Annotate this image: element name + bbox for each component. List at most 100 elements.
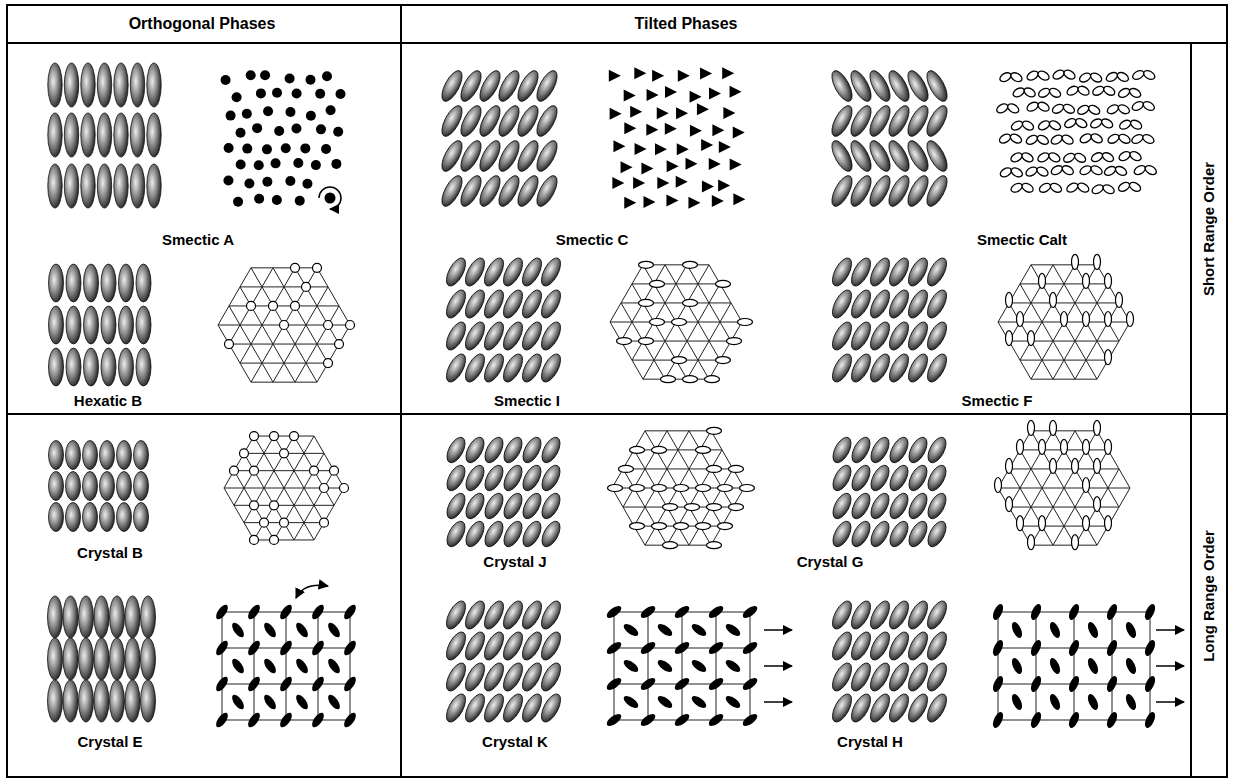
- molecule: [829, 255, 856, 289]
- molecule: [1051, 102, 1065, 115]
- lattice-line: [1108, 488, 1119, 507]
- molecule: [1039, 273, 1046, 288]
- molecule: [481, 490, 507, 521]
- molecule: [114, 164, 128, 208]
- molecule: [1021, 181, 1035, 194]
- lattice-line: [274, 470, 294, 471]
- molecule: [101, 264, 116, 302]
- lattice-line: [240, 286, 262, 287]
- molecule: [1083, 439, 1090, 454]
- tilt-arrow: [1156, 665, 1184, 667]
- lattice-line: [350, 612, 351, 720]
- molecule: [130, 63, 144, 107]
- molecule: [991, 639, 1005, 658]
- molecule: [886, 598, 913, 632]
- lattice-line: [1020, 488, 1031, 507]
- lattice-line: [234, 505, 244, 522]
- molecule: [848, 319, 875, 353]
- molecule: [130, 164, 144, 208]
- molecule: [101, 306, 116, 344]
- molecule: [250, 466, 259, 475]
- molecule: [1028, 331, 1035, 346]
- molecule: [886, 462, 912, 493]
- lattice-line: [1042, 360, 1053, 379]
- molecule: [609, 70, 621, 82]
- molecule: [867, 319, 894, 353]
- molecule: [617, 338, 632, 345]
- molecule: [1087, 104, 1101, 117]
- molecule: [84, 348, 99, 386]
- molecule: [443, 351, 470, 385]
- molecule: [291, 301, 300, 310]
- molecule: [886, 351, 913, 385]
- molecule: [1061, 133, 1075, 146]
- molecule: [48, 680, 63, 722]
- molecule: [226, 111, 236, 121]
- molecule: [538, 255, 565, 289]
- molecule: [141, 596, 156, 638]
- molecule: [924, 629, 951, 663]
- molecule: [236, 160, 246, 170]
- lattice-line: [224, 488, 234, 505]
- molecule: [707, 542, 722, 549]
- molecule: [246, 603, 262, 622]
- molecule: [340, 484, 349, 493]
- molecule: [500, 462, 526, 493]
- molecule: [829, 351, 856, 385]
- molecule: [690, 91, 702, 103]
- phase-name: Smectic Calt: [977, 231, 1067, 248]
- molecule: [280, 518, 289, 527]
- molecule: [233, 197, 243, 207]
- molecule: [214, 639, 230, 658]
- molecule: [223, 175, 233, 185]
- molecule: [1089, 164, 1103, 177]
- molecule: [94, 680, 109, 722]
- molecule: [270, 501, 279, 510]
- molecule: [905, 351, 932, 385]
- molecule: [252, 123, 262, 133]
- molecule: [1086, 621, 1100, 640]
- molecule: [663, 504, 678, 511]
- lattice-line: [274, 471, 284, 488]
- molecule: [519, 691, 546, 725]
- crystal-e-side: [48, 596, 156, 722]
- molecule: [1094, 254, 1101, 269]
- lattice-line: [262, 344, 273, 363]
- molecule: [79, 596, 94, 638]
- molecule: [1039, 439, 1046, 454]
- lattice-line: [251, 382, 273, 383]
- molecule: [656, 694, 675, 710]
- molecule: [1143, 711, 1157, 730]
- molecule: [66, 472, 81, 501]
- lattice-line: [1075, 360, 1086, 379]
- lattice-line: [667, 431, 678, 450]
- molecule: [538, 462, 564, 493]
- molecule: [538, 434, 564, 465]
- molecule: [49, 503, 64, 532]
- lattice-line: [294, 523, 304, 540]
- molecule: [270, 535, 279, 544]
- molecule: [1074, 117, 1088, 130]
- molecule: [688, 197, 700, 209]
- molecule: [1143, 639, 1157, 658]
- lattice-line: [1064, 284, 1075, 303]
- lattice-line: [1031, 360, 1042, 379]
- lattice-line: [632, 360, 643, 379]
- molecule: [1006, 458, 1013, 473]
- molecule: [1078, 71, 1092, 84]
- molecule: [1128, 181, 1142, 194]
- hexatic-b-side: [49, 264, 152, 386]
- tilt-arrow: [1156, 629, 1184, 631]
- molecule: [256, 88, 266, 98]
- molecule: [924, 434, 950, 465]
- molecule: [829, 518, 855, 549]
- lattice-line: [665, 341, 687, 342]
- lattice-line: [1097, 341, 1119, 342]
- molecule: [639, 299, 654, 306]
- molecule: [443, 434, 469, 465]
- lattice-line: [698, 322, 720, 323]
- molecule: [741, 604, 760, 620]
- lattice-line: [284, 488, 294, 505]
- lattice-line: [284, 363, 295, 382]
- lattice-line: [1075, 302, 1097, 303]
